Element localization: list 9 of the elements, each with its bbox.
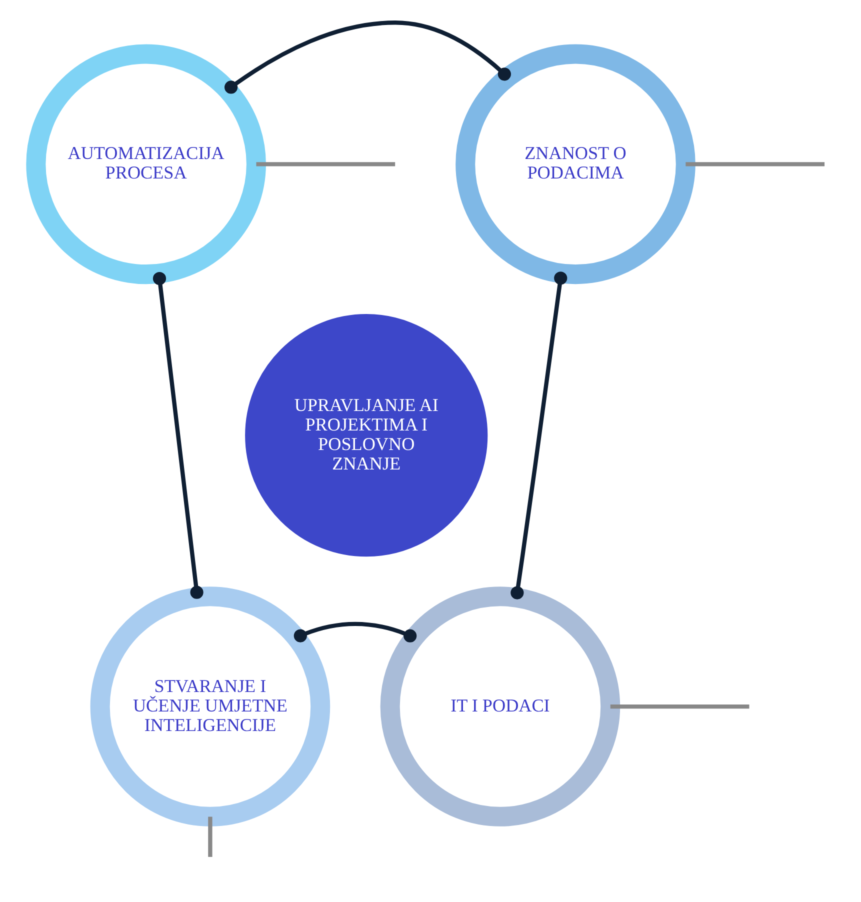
connector [256,162,396,166]
connector [224,20,511,94]
connector [686,162,825,166]
connector [294,621,417,642]
connector [610,704,750,708]
node-circle: UPRAVLJANJE AI PROJEKTIMA I POSLOVNO ZNANJE [245,314,488,556]
connector [510,271,568,599]
connector [208,816,212,856]
connector [152,271,204,598]
